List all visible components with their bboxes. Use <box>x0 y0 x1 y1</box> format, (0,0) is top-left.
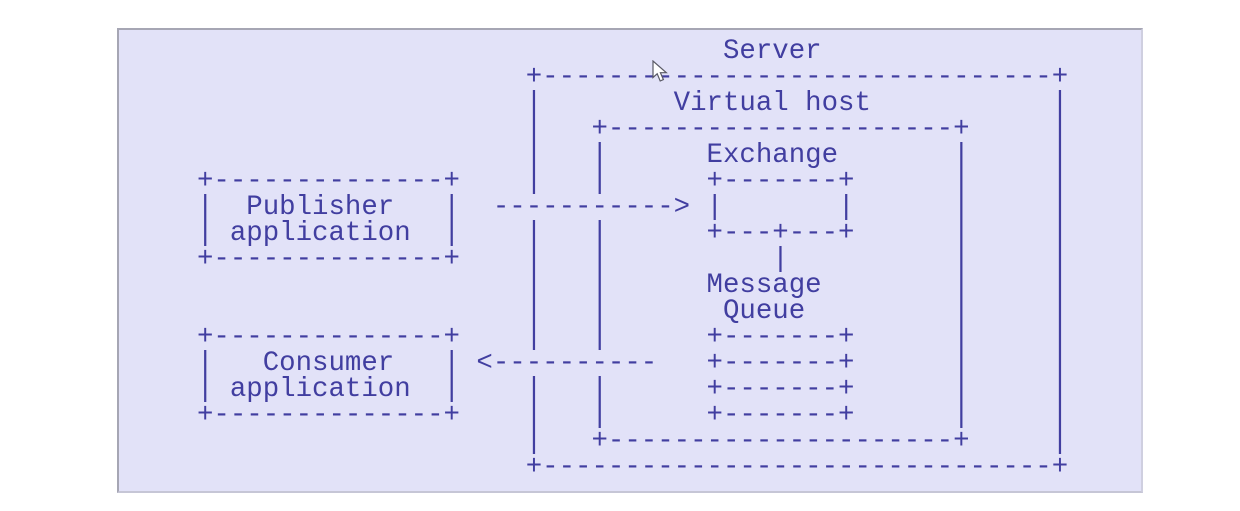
ascii-line: | Publisher | -----------> | | | | <box>197 192 1069 223</box>
ascii-line: +--------------+ | | +-------+ | | <box>197 166 1069 197</box>
ascii-line: | Consumer | <---------- +-------+ | | <box>197 348 1069 379</box>
ascii-line: | | Queue | | <box>197 296 1069 327</box>
ascii-line: | | Message | | <box>197 270 1069 301</box>
ascii-line: | application | | | +---+---+ | | <box>197 218 1069 249</box>
ascii-line: +--------------+ | | +-------+ | | <box>197 400 1069 431</box>
ascii-line: Server <box>197 36 822 67</box>
ascii-line: | Virtual host | <box>197 88 1069 119</box>
ascii-line: | +---------------------+ | <box>197 426 1069 457</box>
ascii-line: +--------------+ | | +-------+ | | <box>197 322 1069 353</box>
ascii-line: +-------------------------------+ <box>197 452 1069 483</box>
ascii-line: | application | | | +-------+ | | <box>197 374 1069 405</box>
ascii-line: | | Exchange | | <box>197 140 1069 171</box>
ascii-diagram: Server +-------------------------------+… <box>197 36 1069 483</box>
ascii-line: | +---------------------+ | <box>197 114 1069 145</box>
diagram-panel: Server +-------------------------------+… <box>117 28 1143 493</box>
ascii-line: +--------------+ | | | | | <box>197 244 1069 275</box>
ascii-line: +-------------------------------+ <box>197 62 1069 93</box>
